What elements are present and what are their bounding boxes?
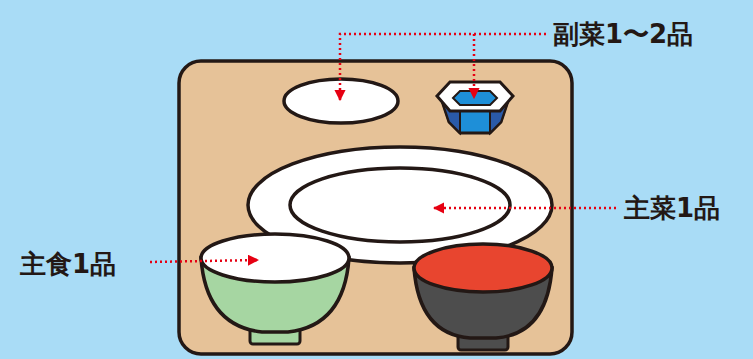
- leader-line: [473, 34, 476, 98]
- soup-bowl-rim: [414, 244, 552, 292]
- leader-line: [434, 207, 616, 210]
- callout-label: 主菜1品: [624, 191, 720, 226]
- side-plate: [284, 79, 398, 123]
- side-bowl-inside: [453, 91, 497, 105]
- side-bowl-rim: [437, 82, 513, 111]
- callout-label: 主食1品: [20, 247, 116, 282]
- rice-bowl: [201, 234, 349, 344]
- tray: [179, 61, 572, 354]
- soup-bowl: [414, 244, 552, 350]
- leader-lines: [150, 34, 616, 262]
- leader-line: [340, 34, 546, 100]
- main-plate-inner: [290, 168, 510, 242]
- leader-line: [150, 260, 258, 262]
- callout-label: 副菜1〜2品: [553, 17, 693, 52]
- rice-bowl-rim: [201, 234, 349, 282]
